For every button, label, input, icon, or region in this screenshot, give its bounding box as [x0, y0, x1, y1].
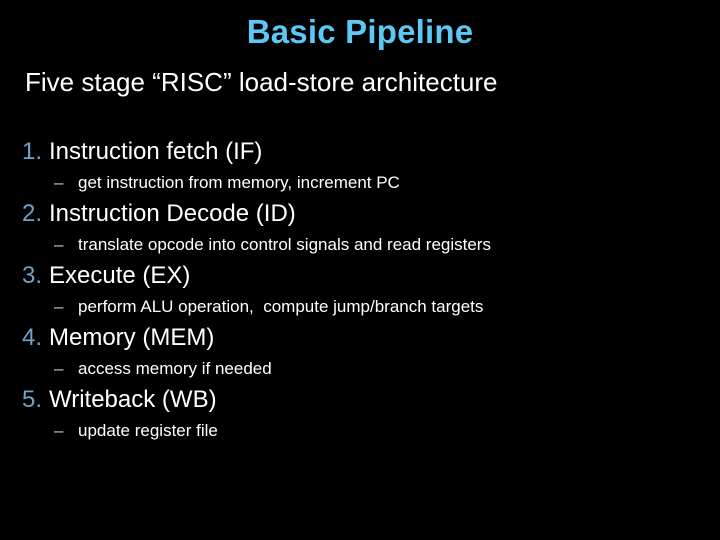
- list-item: 4. Memory (MEM) – access memory if neede…: [0, 322, 720, 384]
- pipeline-stage-list: 1. Instruction fetch (IF) – get instruct…: [0, 136, 720, 446]
- dash-bullet-icon: –: [54, 235, 64, 254]
- dash-bullet-icon: –: [54, 173, 64, 192]
- list-item: 1. Instruction fetch (IF) – get instruct…: [0, 136, 720, 198]
- stage-label: Instruction Decode (ID): [49, 200, 296, 227]
- stage-detail: update register file: [78, 421, 218, 440]
- stage-detail: translate opcode into control signals an…: [78, 235, 491, 254]
- stage-detail-row: – translate opcode into control signals …: [0, 229, 720, 260]
- stage-detail-row: – perform ALU operation, compute jump/br…: [0, 291, 720, 322]
- stage-number: 2.: [22, 200, 43, 227]
- stage-detail: get instruction from memory, increment P…: [78, 173, 400, 192]
- stage-detail-row: – update register file: [0, 415, 720, 446]
- stage-detail-row: – access memory if needed: [0, 353, 720, 384]
- stage-number: 4.: [22, 324, 43, 351]
- stage-label: Execute (EX): [49, 262, 191, 289]
- dash-bullet-icon: –: [54, 421, 64, 440]
- dash-bullet-icon: –: [54, 359, 64, 378]
- stage-label: Memory (MEM): [49, 324, 215, 351]
- slide-subtitle: Five stage “RISC” load-store architectur…: [25, 67, 498, 97]
- stage-detail-row: – get instruction from memory, increment…: [0, 167, 720, 198]
- stage-heading: 4. Memory (MEM): [0, 322, 720, 353]
- list-item: 5. Writeback (WB) – update register file: [0, 384, 720, 446]
- stage-heading: 2. Instruction Decode (ID): [0, 198, 720, 229]
- stage-heading: 3. Execute (EX): [0, 260, 720, 291]
- list-item: 3. Execute (EX) – perform ALU operation,…: [0, 260, 720, 322]
- stage-label: Writeback (WB): [49, 386, 217, 413]
- stage-heading: 1. Instruction fetch (IF): [0, 136, 720, 167]
- stage-number: 5.: [22, 386, 43, 413]
- stage-detail: perform ALU operation, compute jump/bran…: [78, 297, 484, 316]
- stage-heading: 5. Writeback (WB): [0, 384, 720, 415]
- stage-number: 1.: [22, 138, 43, 165]
- dash-bullet-icon: –: [54, 297, 64, 316]
- stage-number: 3.: [22, 262, 43, 289]
- page-title: Basic Pipeline: [246, 13, 474, 50]
- stage-label: Instruction fetch (IF): [49, 138, 263, 165]
- list-item: 2. Instruction Decode (ID) – translate o…: [0, 198, 720, 260]
- stage-detail: access memory if needed: [78, 359, 272, 378]
